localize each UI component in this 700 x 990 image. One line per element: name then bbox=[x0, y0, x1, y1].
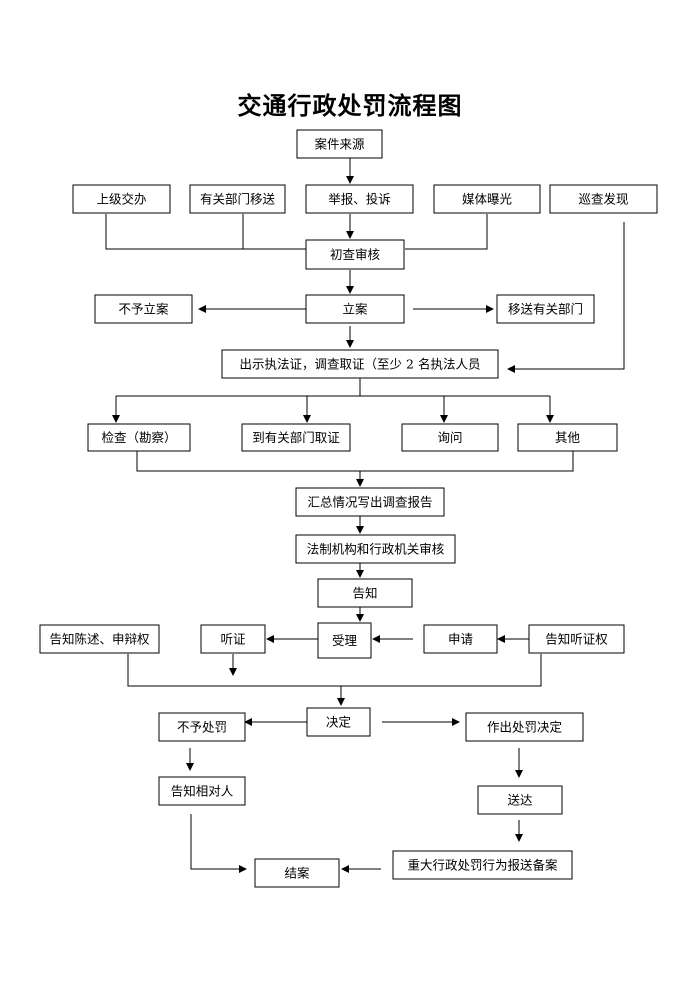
node-label: 出示执法证，调查取证（至少 2 名执法人员 bbox=[240, 357, 481, 372]
node-dept-transfer: 有关部门移送 bbox=[189, 184, 286, 214]
node-notify-hearing: 告知听证权 bbox=[528, 624, 625, 654]
page-title: 交通行政处罚流程图 bbox=[237, 91, 463, 120]
node-initial-review: 初查审核 bbox=[305, 239, 405, 270]
node-superior-transfer: 上级交办 bbox=[72, 184, 171, 214]
node-file-case: 立案 bbox=[305, 294, 405, 324]
node-label: 有关部门移送 bbox=[200, 192, 276, 207]
node-label: 决定 bbox=[326, 715, 351, 730]
node-patrol-found: 巡查发现 bbox=[549, 184, 658, 214]
node-label: 检查（勘察） bbox=[101, 430, 176, 445]
node-no-penalty: 不予处罚 bbox=[158, 712, 246, 742]
node-not-filed: 不予立案 bbox=[94, 294, 193, 324]
node-label: 作出处罚决定 bbox=[487, 720, 562, 735]
node-label: 告知相对人 bbox=[171, 784, 234, 799]
node-label: 上级交办 bbox=[96, 192, 146, 207]
node-label: 到有关部门取证 bbox=[252, 430, 340, 445]
connectors bbox=[105, 158, 625, 873]
node-make-decision: 作出处罚决定 bbox=[465, 712, 584, 742]
node-label: 申请 bbox=[448, 632, 473, 647]
node-label: 告知听证权 bbox=[545, 632, 608, 647]
node-deliver: 送达 bbox=[477, 785, 563, 815]
node-label: 结案 bbox=[284, 866, 310, 881]
node-label: 举报、投诉 bbox=[328, 192, 391, 207]
node-label: 不予处罚 bbox=[177, 720, 227, 735]
node-hearing: 听证 bbox=[200, 624, 266, 654]
node-label: 巡查发现 bbox=[578, 192, 628, 207]
node-go-dept: 到有关部门取证 bbox=[241, 423, 351, 452]
node-decision: 决定 bbox=[306, 707, 371, 737]
node-label: 汇总情况写出调查报告 bbox=[307, 495, 432, 510]
node-label: 听证 bbox=[220, 632, 246, 647]
node-label: 立案 bbox=[342, 302, 368, 317]
node-label: 初查审核 bbox=[330, 247, 381, 262]
node-label: 法制机构和行政机关审核 bbox=[307, 542, 445, 557]
node-major-report: 重大行政处罚行为报送备案 bbox=[392, 850, 573, 880]
node-label: 重大行政处罚行为报送备案 bbox=[407, 858, 558, 873]
node-inquiry: 询问 bbox=[401, 423, 499, 452]
node-label: 媒体曝光 bbox=[462, 192, 512, 207]
node-label: 不予立案 bbox=[118, 302, 169, 317]
node-report-complaint: 举报、投诉 bbox=[305, 184, 414, 214]
node-label: 告知陈述、申辩权 bbox=[49, 632, 150, 647]
node-inspect: 检查（勘察） bbox=[87, 423, 191, 452]
node-close-case: 结案 bbox=[254, 858, 340, 888]
node-notify-party: 告知相对人 bbox=[158, 776, 246, 806]
node-label: 案件来源 bbox=[314, 137, 365, 152]
node-summary-report: 汇总情况写出调查报告 bbox=[295, 487, 445, 517]
node-other: 其他 bbox=[517, 423, 618, 452]
node-label: 送达 bbox=[507, 793, 533, 808]
node-legal-review: 法制机构和行政机关审核 bbox=[295, 534, 456, 564]
node-accept: 受理 bbox=[317, 622, 372, 659]
node-notify: 告知 bbox=[317, 578, 413, 608]
node-label: 告知 bbox=[352, 586, 377, 601]
node-label: 其他 bbox=[555, 430, 581, 445]
node-label: 受理 bbox=[332, 633, 358, 648]
node-case-source: 案件来源 bbox=[296, 129, 383, 159]
node-show-id: 出示执法证，调查取证（至少 2 名执法人员 bbox=[221, 349, 499, 379]
node-media-exposure: 媒体曝光 bbox=[433, 184, 541, 214]
node-label: 询问 bbox=[437, 430, 462, 445]
node-label: 移送有关部门 bbox=[508, 302, 583, 317]
node-apply: 申请 bbox=[423, 624, 498, 654]
node-notify-statement: 告知陈述、申辩权 bbox=[39, 624, 160, 654]
node-transfer-dept: 移送有关部门 bbox=[496, 294, 595, 324]
